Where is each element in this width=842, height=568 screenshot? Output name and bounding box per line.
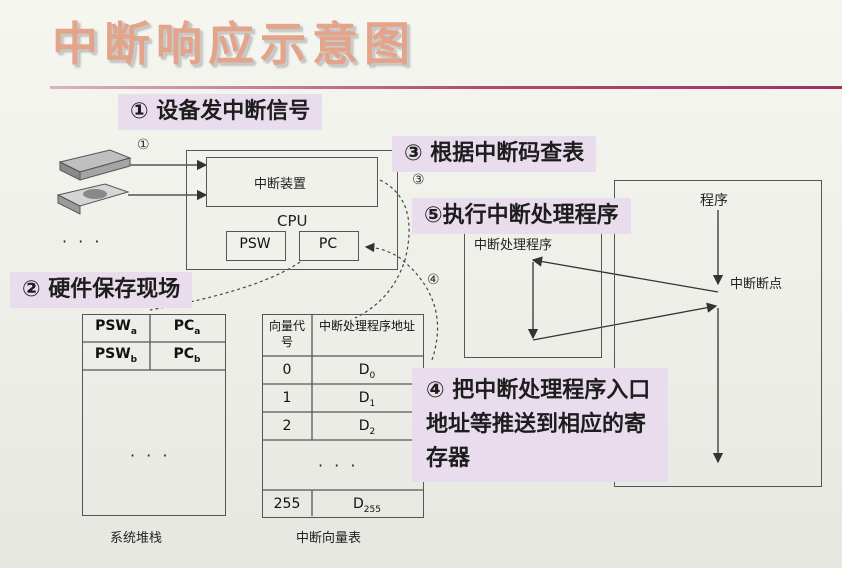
marker-3: ③ [412,172,425,188]
step-1-callout: ① 设备发中断信号 [118,94,323,130]
stack-ellipsis: · · · [130,446,171,465]
vt-head-code: 向量代号 [268,319,305,349]
vt-row-2-addr: D2 [358,418,376,437]
psw-register [226,231,286,261]
stack-pc-b: PCb [173,346,201,365]
printer-icon [56,183,130,215]
step-2-callout: ② 硬件保存现场 [10,272,193,308]
load-pc-path [364,242,439,361]
system-stack [82,314,226,516]
return-arrow [532,302,718,341]
interrupt-device-label: 中断装置 [254,177,307,192]
step-5-callout: ⑤执行中断处理程序 [412,198,631,234]
interrupt-device-box [206,157,378,207]
step-3-callout: ③ 根据中断码查表 [392,136,597,172]
vt-head-addr: 中断处理程序地址 [318,319,415,333]
handler-label: 中断处理程序 [474,238,553,253]
program-label: 程序 [700,193,728,209]
stack-pc-a: PCa [173,318,201,337]
vt-row-0-addr: D0 [358,362,376,381]
marker-4: ④ [427,272,440,288]
vt-row-1-code: 1 [282,390,292,406]
vt-row-2-code: 2 [282,418,292,434]
breakpoint-label: 中断断点 [730,277,783,292]
marker-1: ① [137,137,150,153]
page-title: 中断响应示意图 [52,17,416,71]
vt-last-addr: D255 [353,496,381,515]
device-icons [56,149,132,215]
cpu-label: CPU [277,212,308,230]
program-box [614,180,822,487]
vt-row-0-code: 0 [282,362,292,378]
to-handler-arrow [531,256,719,293]
cpu-box [186,150,398,270]
vt-ellipsis: · · · [318,456,359,475]
vector-table-grid [262,314,423,516]
pc-register [299,231,359,261]
stack-psw-b: PSWb [94,346,138,365]
vt-last-code: 255 [273,496,301,512]
vt-caption: 中断向量表 [296,531,362,546]
stack-grid [82,314,225,371]
step-4-callout: ④ 把中断处理程序入口地址等推送到相应的寄存器 [412,368,668,482]
psw-label: PSW [239,236,271,252]
title-rule [50,86,842,89]
disk-drive-icon [58,149,132,181]
vt-row-1-addr: D1 [358,390,376,409]
stack-caption: 系统堆栈 [110,531,163,546]
stack-psw-a: PSWa [95,318,137,337]
devices-ellipsis: · · · [62,232,103,251]
pc-label: PC [318,236,338,252]
lookup-path [354,179,410,319]
